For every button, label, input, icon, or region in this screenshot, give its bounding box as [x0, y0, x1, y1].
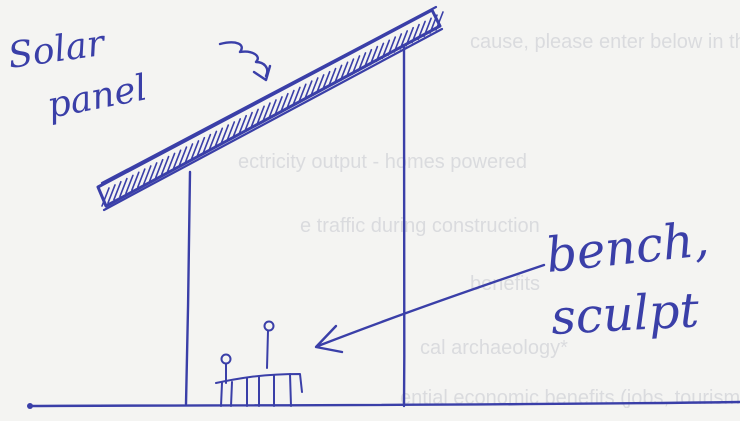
solar-panel-outline — [98, 10, 440, 206]
sculpture-figure-left-head — [222, 355, 231, 364]
bench-label-arrow — [318, 265, 544, 346]
left-post — [186, 172, 190, 404]
bleed-line-2: ectricity output - homes powered — [238, 151, 527, 173]
bleed-line-1: cause, please enter below in the box pr — [470, 31, 740, 53]
bench-legs — [221, 374, 291, 406]
sculpture-figure-right-body — [267, 331, 268, 368]
solar-label-line2: panel — [44, 67, 150, 126]
solar-label-line1: Solar — [6, 23, 109, 77]
bleed-line-4: benefits — [470, 273, 540, 295]
sculpture-figure-right-head — [265, 322, 274, 331]
bench-label-line2: sculpt — [550, 282, 701, 346]
bleed-line-3: e traffic during construction — [300, 215, 540, 237]
solar-panel-hatching — [102, 12, 443, 206]
ground-line-start-dot — [27, 403, 33, 409]
bleed-line-5: cal archaeology* — [420, 337, 568, 359]
solar-panel — [98, 7, 443, 210]
solar-label-arrow — [220, 42, 267, 76]
bench-sculpture — [216, 322, 302, 407]
bench-label-line1: bench, — [543, 211, 711, 284]
